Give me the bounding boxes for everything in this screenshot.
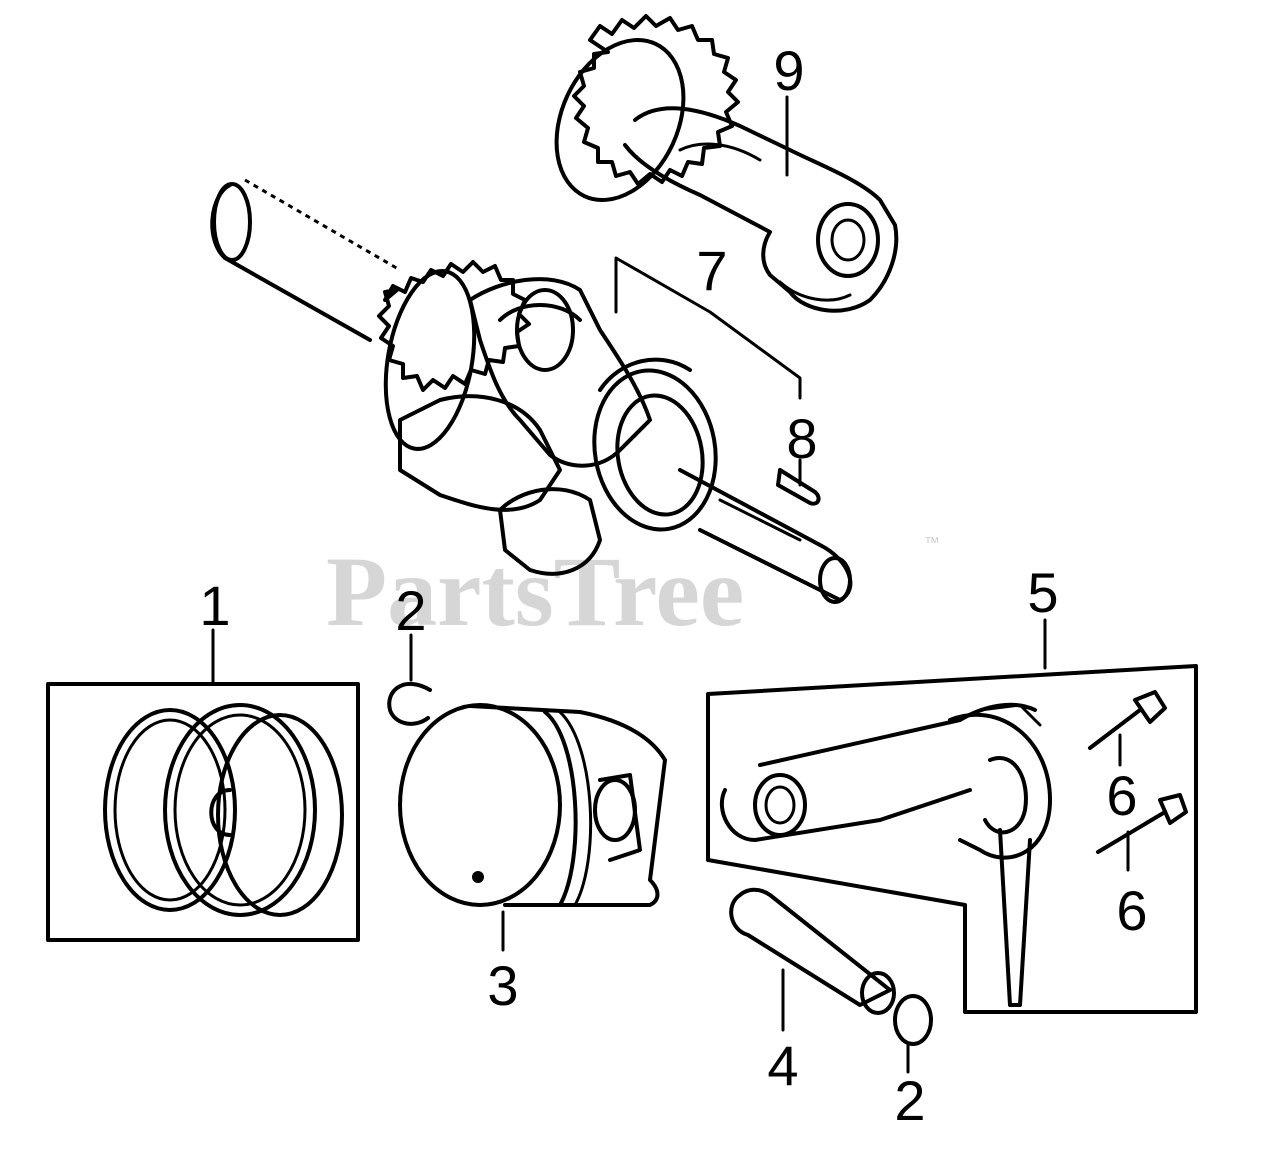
- callout-4: 4: [767, 1034, 798, 1097]
- piston-ring-set-part[interactable]: [46, 682, 360, 942]
- callout-labels: 1 2 2 3 4 5 6 6 7 8 9: [199, 39, 1147, 1132]
- watermark-trademark: ™: [924, 535, 940, 552]
- callout-1: 1: [199, 574, 230, 637]
- callout-6: 6: [1106, 764, 1137, 827]
- callout-6-lower: 6: [1116, 879, 1147, 942]
- piston-part[interactable]: [398, 703, 667, 907]
- watermark: PartsTree ™: [326, 535, 940, 647]
- callout-3: 3: [487, 954, 518, 1017]
- piston-pin-clip-part-lower[interactable]: [893, 994, 933, 1046]
- callout-2: 2: [395, 579, 426, 642]
- piston-pin-clip-part[interactable]: [387, 682, 432, 726]
- callout-5: 5: [1027, 561, 1058, 624]
- callout-2-lower: 2: [894, 1069, 925, 1132]
- camshaft-part[interactable]: [532, 14, 899, 313]
- crankshaft-part[interactable]: [210, 178, 853, 604]
- callout-8: 8: [786, 407, 817, 470]
- watermark-text: PartsTree: [326, 536, 744, 647]
- connecting-rod-bolt-part[interactable]: [1088, 690, 1167, 750]
- connecting-rod-bolt-part-lower[interactable]: [1096, 793, 1188, 854]
- connecting-rod-part[interactable]: [706, 664, 1198, 1014]
- leader-lines: [211, 95, 1130, 1074]
- piston-pin-part[interactable]: [729, 887, 896, 1015]
- callout-7: 7: [696, 239, 727, 302]
- callout-9: 9: [773, 39, 804, 102]
